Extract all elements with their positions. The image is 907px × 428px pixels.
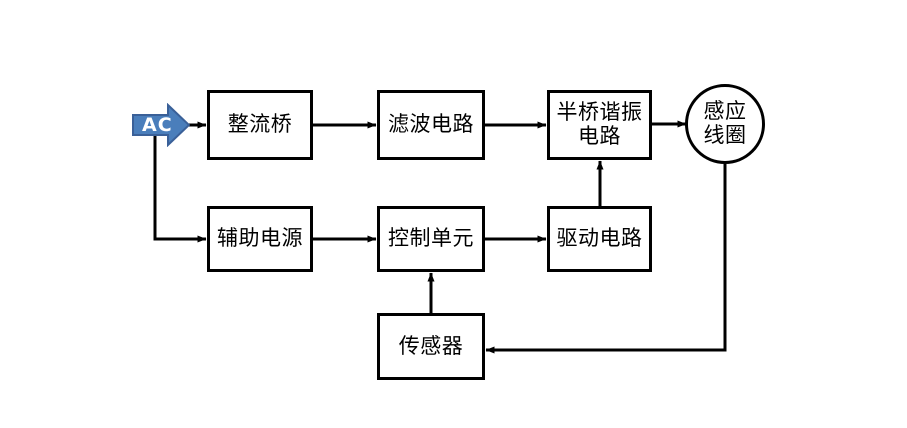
edge-coil-to-sensor xyxy=(485,164,727,354)
node-filter-circuit-label: 滤波电路 xyxy=(388,112,474,137)
node-control-unit-label: 控制单元 xyxy=(388,226,474,251)
node-auxiliary-power-supply-label: 辅助电源 xyxy=(217,226,303,251)
node-induction-coil-label: 感应 线圈 xyxy=(703,99,747,147)
node-half-bridge-resonant-circuit-label: 半桥谐振 电路 xyxy=(556,100,643,148)
node-sensor-label: 传感器 xyxy=(398,333,464,358)
ac-input-arrow[interactable]: AC xyxy=(132,103,190,147)
node-drive-circuit[interactable]: 驱动电路 xyxy=(547,206,652,272)
node-drive-circuit-label: 驱动电路 xyxy=(556,226,643,251)
edge-ac-to-auxpower xyxy=(153,130,207,243)
node-rectifier[interactable]: 整流桥 xyxy=(207,90,313,160)
node-sensor[interactable]: 传感器 xyxy=(377,313,485,380)
node-control-unit[interactable]: 控制单元 xyxy=(377,206,485,272)
node-auxiliary-power-supply[interactable]: 辅助电源 xyxy=(207,206,313,272)
node-rectifier-label: 整流桥 xyxy=(227,112,293,137)
node-filter-circuit[interactable]: 滤波电路 xyxy=(377,90,485,160)
node-induction-coil[interactable]: 感应 线圈 xyxy=(685,84,765,164)
ac-arrow-shape xyxy=(132,103,190,147)
node-half-bridge-resonant-circuit[interactable]: 半桥谐振 电路 xyxy=(547,90,652,160)
